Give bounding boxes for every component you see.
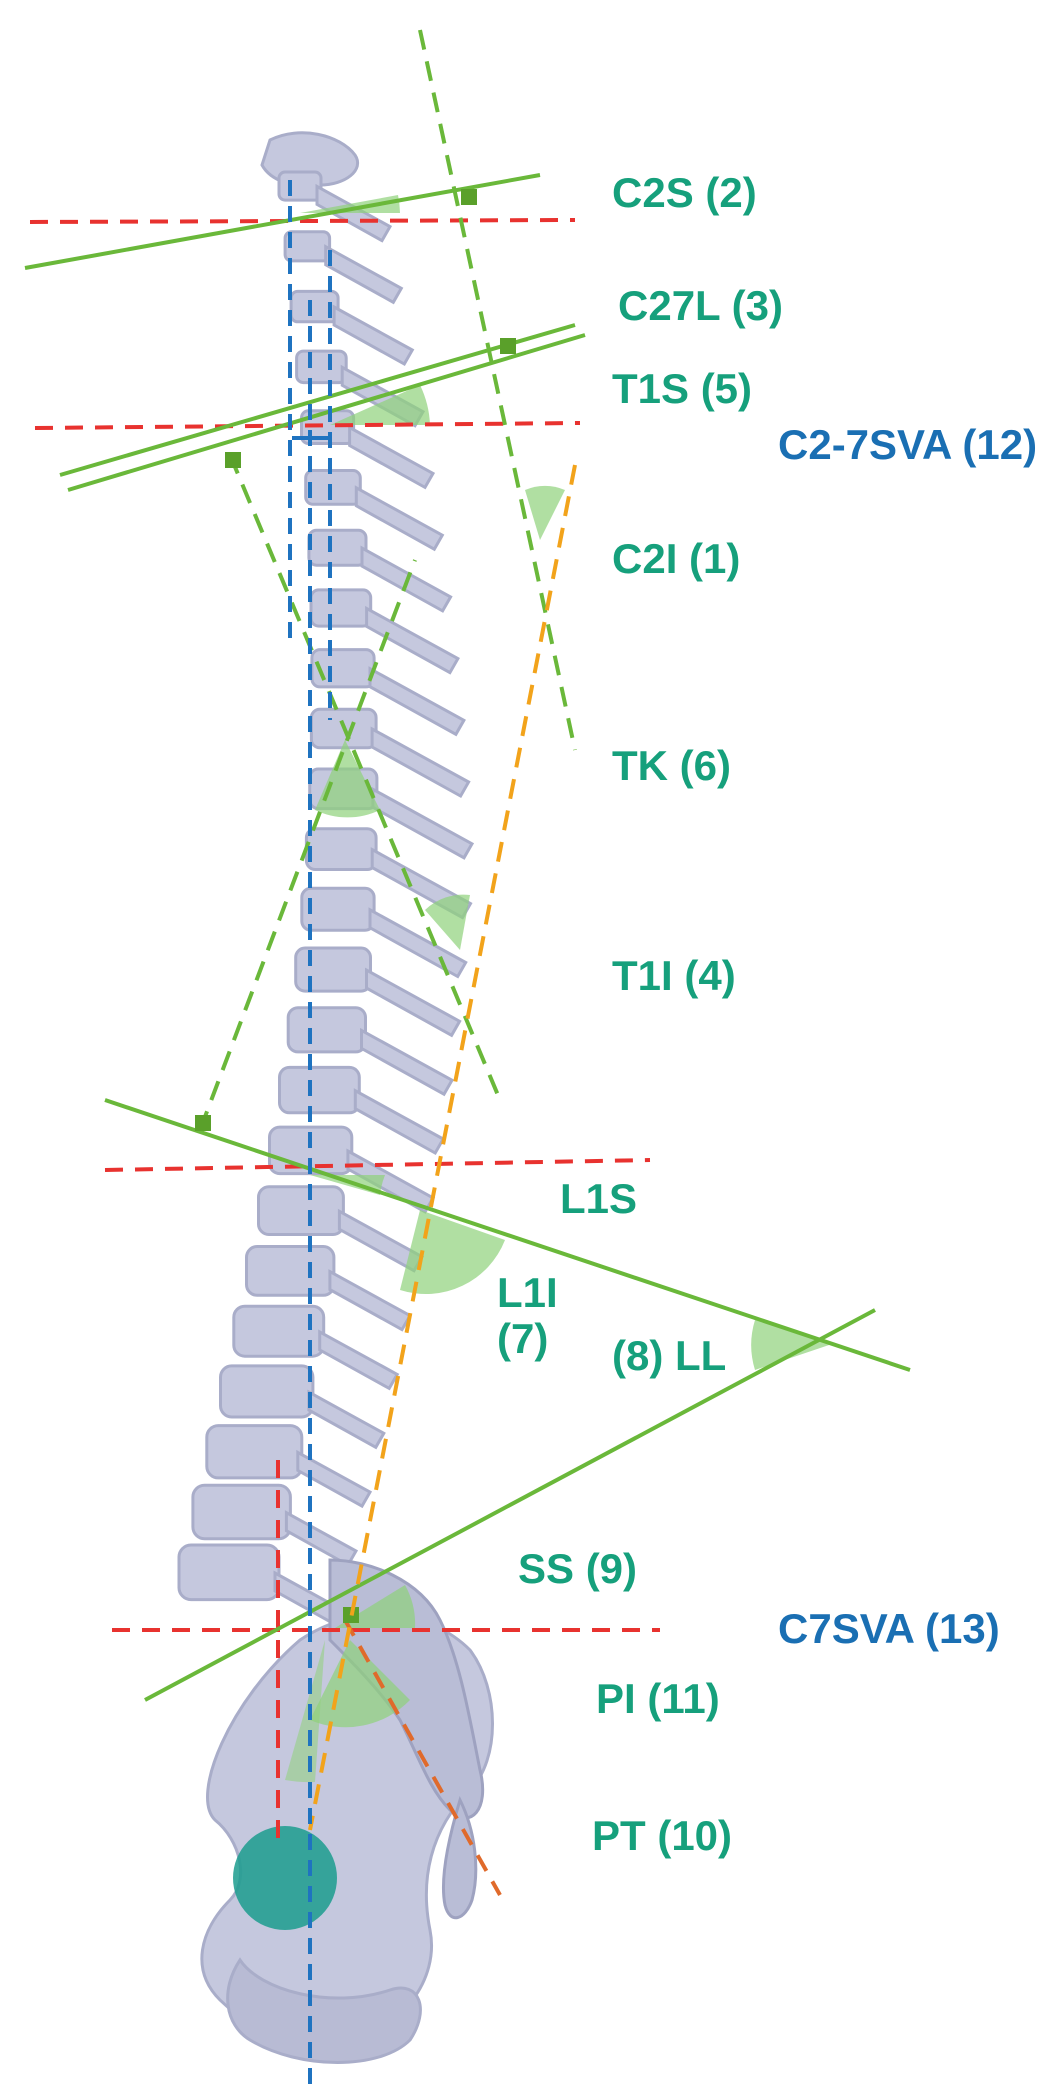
spinous-process [365, 967, 462, 1038]
spinous-process [368, 666, 466, 737]
c27-right-angle-marker [500, 338, 516, 354]
coccyx [442, 1795, 478, 1919]
pi-perpendicular-line [343, 1619, 502, 1896]
spinous-process [370, 726, 471, 799]
vertebral-body [205, 1424, 304, 1480]
spinous-process [332, 304, 415, 367]
axis-lines [308, 464, 577, 1831]
vertebral-body [245, 1245, 336, 1297]
spinous-process [354, 485, 445, 552]
vertebral-body [307, 528, 368, 567]
l1-perpendicular-line [198, 559, 417, 1131]
vertebral-body [309, 588, 373, 628]
l1-horizontal-line [104, 1158, 651, 1172]
label-tk: TK (6) [612, 742, 731, 789]
plumb-lines [288, 180, 332, 2085]
spinous-process [284, 1510, 359, 1568]
l1-right-angle-marker [195, 1115, 211, 1131]
label-t1i: T1I (4) [612, 952, 736, 999]
l1-endplate-line [104, 1098, 911, 1372]
t1-perpendicular-line [228, 454, 502, 1101]
label-c27sva: C2-7SVA (12) [778, 421, 1038, 468]
vertebral-body [219, 1364, 315, 1419]
label-pt: PT (10) [592, 1812, 733, 1859]
label-t1s: T1S (5) [612, 365, 753, 412]
c2i-angle-wedge [525, 485, 565, 540]
label-l1s: L1S [560, 1175, 638, 1222]
spinous-process [353, 1088, 446, 1156]
ischium [226, 1957, 422, 2064]
spinous-process [348, 424, 436, 490]
c2-horizontal-line [29, 218, 576, 224]
ll-angle-wedge [751, 1320, 835, 1370]
vertebral-body [289, 289, 340, 324]
femoral-head [233, 1826, 337, 1930]
label-c7sva: C7SVA (13) [778, 1605, 1000, 1652]
vertebral-body [304, 827, 378, 872]
spinous-process [324, 244, 404, 305]
label-ss: SS (9) [518, 1545, 638, 1592]
s1-endplate-line [144, 1308, 876, 1702]
spinous-process [315, 183, 393, 243]
vertebral-body [300, 886, 376, 932]
spinous-process [328, 1269, 413, 1332]
spinal-axis-line [308, 464, 577, 1831]
spinous-process [307, 1389, 386, 1450]
spinous-process [365, 605, 460, 675]
vertebral-body [278, 1065, 361, 1115]
c2-right-angle-marker [461, 189, 477, 205]
spinous-process [371, 786, 475, 860]
spinous-process [296, 1449, 373, 1509]
label-l1i-number: (7) [497, 1315, 549, 1362]
c2-perpendicular-line [418, 29, 577, 751]
c2s-angle-wedge [300, 195, 400, 213]
endplate-lines [24, 173, 911, 1702]
spinous-process [360, 1027, 455, 1097]
vertebral-body [286, 1006, 368, 1054]
horizontal-reference-lines [29, 218, 660, 1896]
spine-model [177, 131, 475, 1626]
vertebral-body [295, 349, 348, 385]
t1i-angle-wedge [425, 894, 470, 950]
label-c27l: C27L (3) [618, 282, 783, 329]
c27-tangent-line-a [59, 323, 576, 477]
vertebral-body [283, 230, 332, 263]
tk-angle-wedge [315, 740, 380, 818]
vertebral-body [177, 1543, 281, 1602]
perpendicular-lines [198, 29, 577, 1131]
vertebral-body [304, 469, 362, 506]
l1s-angle-wedge [310, 1175, 385, 1195]
vertebral-body [191, 1483, 292, 1541]
vertebral-body [277, 170, 323, 202]
label-l1i: L1I [497, 1269, 558, 1316]
vertebral-body [257, 1185, 345, 1237]
vertebral-body [232, 1304, 326, 1358]
t1s-angle-wedge [330, 385, 430, 425]
label-pi: PI (11) [596, 1675, 720, 1722]
l1i-angle-wedge [400, 1210, 505, 1295]
t1-right-angle-marker [225, 452, 241, 468]
spinous-process [318, 1329, 400, 1391]
label-c2i: C2I (1) [612, 535, 741, 582]
pt-angle-wedge [285, 1640, 325, 1783]
label-c2s: C2S (2) [612, 169, 757, 216]
c27-tangent-line-b [67, 333, 586, 492]
vertebral-body [294, 946, 373, 993]
t1-horizontal-line [34, 421, 581, 430]
label-ll: (8) LL [612, 1332, 727, 1379]
